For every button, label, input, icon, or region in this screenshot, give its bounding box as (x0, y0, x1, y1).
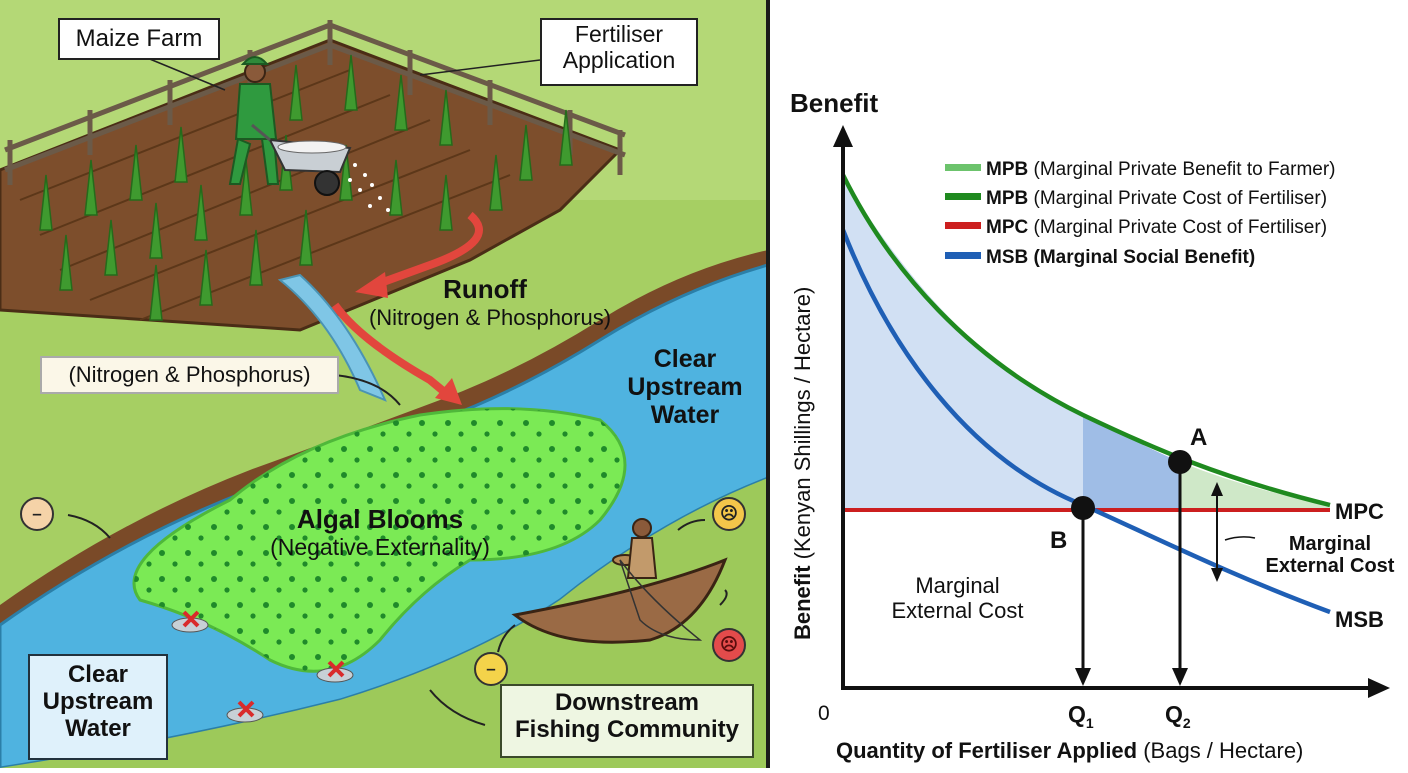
fence (4, 20, 626, 185)
chart-svg: MPB (Marginal Private Benefit to Farmer)… (790, 88, 1390, 763)
legend-entry-0: MPB (Marginal Private Benefit to Farmer) (986, 159, 1336, 180)
y-axis-label: Benefit (Kenyan Shillings / Hectare) (790, 287, 815, 640)
face-arrow-3 (719, 589, 728, 606)
face-arrow-4 (497, 624, 516, 653)
point-b-label: B (1050, 527, 1067, 554)
legend-swatch-3 (945, 252, 981, 259)
sad-face-icon: ☹ (712, 497, 746, 531)
marginal-external-cost-right: Marginal External Cost (1265, 533, 1395, 578)
mpb-curve (840, 174, 1331, 508)
legend-entry-3: MSB (Marginal Social Benefit) (986, 247, 1255, 268)
farm-river-scene: Maize Farm Fertiliser Application Runoff… (0, 0, 770, 770)
nutrients-label: (Nitrogen & Phosphorus) (40, 356, 339, 394)
legend-entry-2: MPC (Marginal Private Cost of Fertiliser… (986, 217, 1327, 238)
marginal-external-cost-center: Marginal External Cost (891, 573, 1024, 623)
fertiliser-spray (348, 163, 390, 212)
maize-plants (39, 54, 573, 321)
externality-chart: MPB (Marginal Private Benefit to Farmer)… (770, 0, 1408, 768)
q2-label: Q2 (1165, 701, 1191, 731)
fertiliser-application-label: Fertiliser Application (540, 18, 698, 86)
legend-swatch-0 (945, 164, 981, 171)
runoff-arrow-2 (331, 302, 451, 399)
angry-face-icon: ☹ (712, 628, 746, 662)
chart-top-label: Benefit (790, 88, 878, 118)
point-a (1168, 450, 1192, 474)
clear-upstream-water-right: Clear Upstream Water (627, 345, 743, 429)
point-b (1071, 496, 1095, 520)
area-between-mpb-msb (843, 178, 1083, 510)
farmer-figure (228, 56, 280, 185)
clear-upstream-water-left: Clear Upstream Water (28, 654, 168, 760)
q1-label: Q1 (1068, 701, 1094, 731)
wheelbarrow (251, 123, 352, 196)
origin-label: 0 (818, 702, 830, 725)
legend-entry-1: MPB (Marginal Private Cost of Fertiliser… (986, 188, 1327, 209)
maize-label-leader (139, 54, 226, 91)
algal-blooms-subtitle: (Negative Externality) (270, 534, 490, 560)
community-arrow (429, 689, 486, 726)
runoff-arrow (373, 211, 483, 289)
neutral-face-icon: – (20, 497, 54, 531)
x-axis-label: Quantity of Fertiliser Applied (Bags / H… (836, 738, 1303, 763)
legend-swatch-1 (945, 193, 981, 200)
msb-end-label: MSB (1335, 607, 1384, 632)
fertiliser-label-leader (419, 59, 541, 76)
legend-swatch-2 (945, 222, 981, 229)
neutral-face-icon-boat: – (474, 652, 508, 686)
runoff-stream (277, 273, 387, 402)
algal-blooms-title: Algal Blooms (296, 504, 464, 534)
runoff-title: Runoff (443, 274, 527, 304)
fishing-boat (511, 518, 728, 644)
nutrients-arrow (334, 374, 401, 406)
mpc-end-label: MPC (1335, 499, 1384, 524)
area-q1-q2 (1083, 413, 1180, 510)
maize-farm-label: Maize Farm (58, 18, 220, 60)
panel-divider (766, 0, 770, 768)
external-cost-leader (1224, 536, 1256, 541)
face-arrow-2 (677, 519, 706, 531)
dead-fish-group (171, 610, 354, 723)
face-arrow-1 (67, 514, 111, 539)
runoff-subtitle: (Nitrogen & Phosphorus) (368, 305, 612, 330)
downstream-fishing-community-label: Downstream Fishing Community (500, 684, 754, 758)
point-a-label: A (1190, 424, 1207, 451)
